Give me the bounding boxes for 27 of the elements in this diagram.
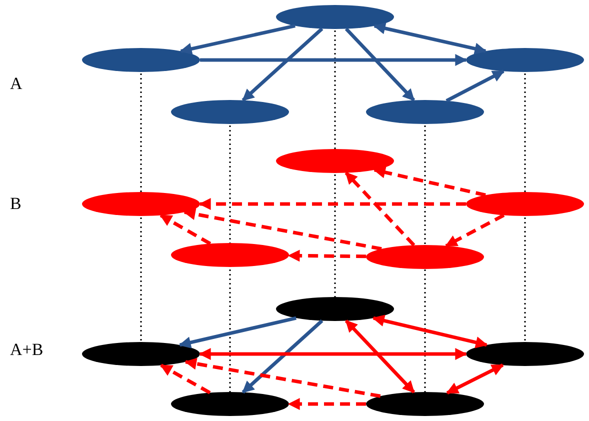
arrow [373, 22, 487, 55]
arrow [198, 348, 468, 360]
arrow [160, 214, 212, 246]
arrow [242, 319, 324, 394]
arrow [180, 24, 296, 55]
arrow [344, 320, 416, 394]
arrow [288, 398, 366, 410]
arrow [373, 166, 486, 197]
arrow [184, 358, 381, 398]
arrow [446, 364, 504, 394]
layer-label: B [10, 194, 22, 214]
arrow [445, 214, 505, 248]
layer-label: A [10, 74, 22, 94]
arrow [200, 54, 468, 66]
arrow [344, 28, 416, 102]
arrow [160, 364, 211, 394]
arrow [372, 314, 488, 348]
ellipse-node [366, 392, 484, 416]
arrow [288, 250, 366, 262]
arrow [344, 172, 416, 246]
ellipse-node [82, 342, 200, 366]
arrow [178, 316, 296, 348]
arrow [242, 27, 324, 102]
arrow [198, 198, 466, 210]
arrow [183, 208, 382, 251]
arrow [446, 70, 505, 102]
layer-label: A+B [10, 340, 44, 360]
